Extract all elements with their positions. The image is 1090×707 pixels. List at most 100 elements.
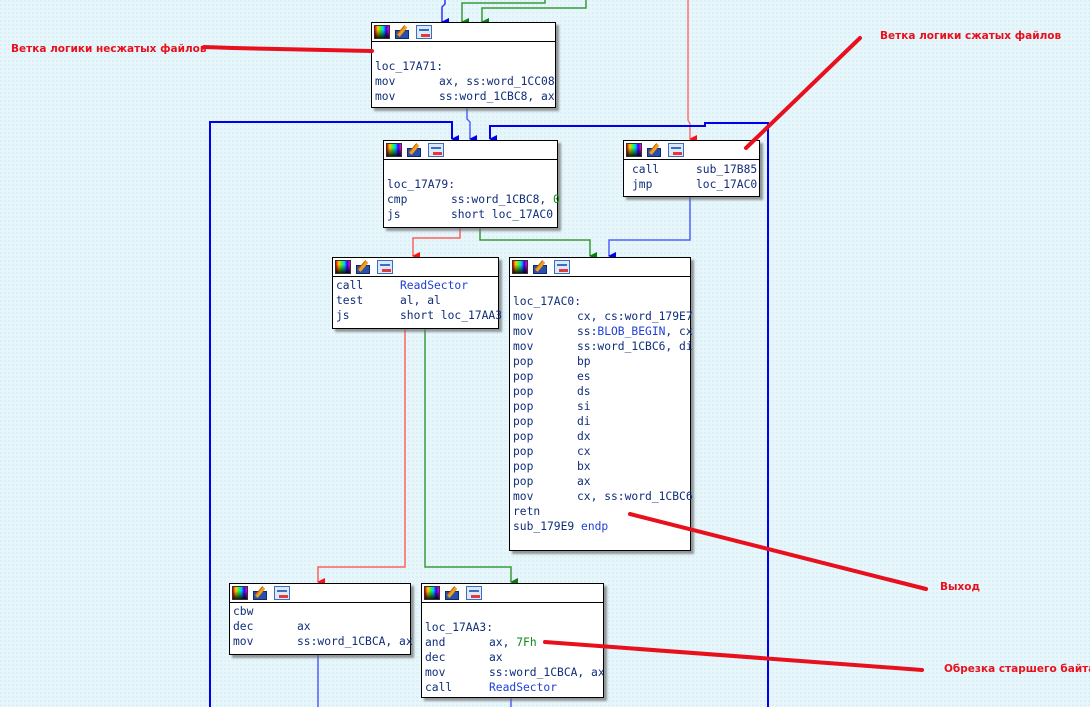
color-palette-icon[interactable] [374, 25, 390, 39]
graph-overview-icon[interactable] [554, 260, 570, 274]
color-palette-icon[interactable] [512, 260, 528, 274]
code-label[interactable]: loc_17AA3: [425, 620, 600, 635]
edge-red-to-sub17b85 [687, 0, 697, 143]
label-name[interactable]: loc_17AC0: [513, 295, 582, 308]
edge-readsector-false [317, 328, 406, 586]
mnemonic: jmp [632, 178, 653, 191]
mnemonic: pop [513, 430, 534, 443]
operand: ax, [489, 636, 517, 649]
symbol-ref[interactable]: BLOB_BEGIN [597, 325, 666, 338]
color-palette-icon[interactable] [386, 143, 402, 157]
mnemonic: js [336, 309, 350, 322]
graph-overview-icon[interactable] [416, 25, 432, 39]
code-label[interactable]: loc_17A71: [375, 59, 552, 74]
graph-overview-icon[interactable] [668, 143, 684, 157]
block-header [372, 23, 555, 42]
label-name[interactable]: loc_17A71: [375, 60, 444, 73]
operand: bx [577, 460, 591, 473]
mnemonic: mov [513, 340, 534, 353]
operand: di [577, 415, 591, 428]
color-palette-icon[interactable] [335, 260, 351, 274]
immediate-operand: 0 [553, 193, 560, 206]
mnemonic: pop [513, 415, 534, 428]
operand: ss:word_1CBCA, ax [489, 666, 605, 679]
mnemonic: call [336, 279, 364, 292]
code-label[interactable]: loc_17A79: [387, 177, 554, 192]
edge-in-blue-17a71 [441, 0, 449, 26]
mnemonic: and [425, 636, 446, 649]
color-palette-icon[interactable] [626, 143, 642, 157]
instruction-line[interactable]: call ReadSector [425, 680, 600, 695]
mnemonic: mov [513, 310, 534, 323]
graph-overview-icon[interactable] [377, 260, 393, 274]
mnemonic: call [425, 681, 453, 694]
mnemonic: pop [513, 445, 534, 458]
graph-overview-icon[interactable] [428, 143, 444, 157]
edit-icon[interactable] [395, 25, 411, 39]
block-header [422, 584, 603, 603]
color-palette-icon[interactable] [424, 586, 440, 600]
edit-icon[interactable] [647, 143, 663, 157]
instruction-line[interactable]: pop di [513, 414, 687, 429]
code-label[interactable]: sub_179E9 endp [513, 519, 687, 534]
blank-line [387, 162, 554, 177]
edit-icon[interactable] [356, 260, 372, 274]
edit-icon[interactable] [533, 260, 549, 274]
label-name[interactable]: loc_17AA3: [425, 621, 494, 634]
edit-icon[interactable] [253, 586, 269, 600]
label-name[interactable]: loc_17A79: [387, 178, 456, 191]
graph-overview-icon[interactable] [466, 586, 482, 600]
instruction-line[interactable]: cbw [233, 604, 407, 619]
operand: , cx [665, 325, 693, 338]
graph-overview-icon[interactable] [274, 586, 290, 600]
mnemonic: mov [513, 325, 534, 338]
label-name[interactable]: sub_179E9 [513, 520, 582, 533]
symbol-ref[interactable]: ReadSector [400, 279, 469, 292]
mnemonic: cmp [387, 193, 408, 206]
color-palette-icon[interactable] [232, 586, 248, 600]
symbol-ref[interactable]: ReadSector [489, 681, 558, 694]
instruction-line[interactable]: retn [513, 504, 687, 519]
operand: ax, ss:word_1CC08 [439, 75, 555, 88]
edit-icon[interactable] [407, 143, 423, 157]
edge-loop-left [209, 121, 459, 707]
code-label[interactable]: loc_17AC0: [513, 294, 687, 309]
instruction-line[interactable]: call ReadSector [336, 278, 495, 293]
edit-icon[interactable] [445, 586, 461, 600]
